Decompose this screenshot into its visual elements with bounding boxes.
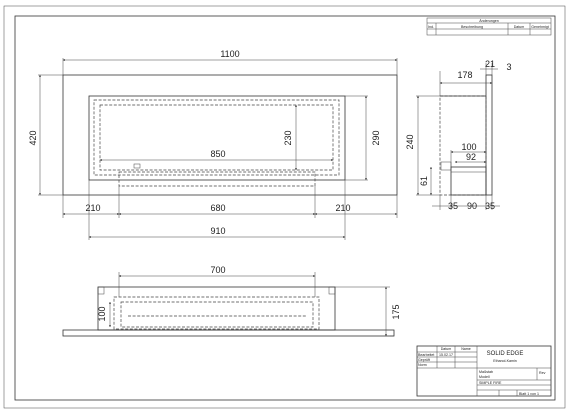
revision-col-approved: Genehmigt — [531, 25, 549, 29]
side-burner-detail — [440, 161, 452, 171]
front-dimension-290: 290 — [345, 95, 381, 181]
title-row-checked: Geprüft — [418, 358, 430, 362]
side-dimension-100-92: 100 92 — [450, 142, 487, 167]
side-dimension-240: 240 — [405, 95, 440, 196]
dim-overall-height: 420 — [28, 130, 38, 145]
title-rev-label: Rev — [539, 371, 546, 375]
front-dimension-bottom-chain: 210 680 210 — [62, 186, 398, 218]
dim-top-width: 700 — [210, 265, 225, 275]
side-front-plate — [485, 74, 493, 196]
top-inner-outline-dashed — [113, 296, 320, 330]
title-scale-label: Maßstab — [479, 370, 493, 374]
front-dimension-910: 910 — [88, 180, 346, 240]
dim-inner-width: 850 — [210, 149, 225, 159]
top-base-plate — [62, 329, 395, 337]
side-dimension-21-3: 21 3 — [480, 59, 512, 75]
title-model-label: Modell — [479, 375, 490, 379]
dim-seg-b: 90 — [467, 201, 477, 211]
top-view — [62, 286, 395, 337]
dim-opening-width: 910 — [210, 226, 225, 236]
dim-inner-depth: 100 — [461, 142, 476, 152]
front-opening — [88, 95, 346, 181]
front-view — [62, 74, 398, 196]
revision-col-index: Ind. — [428, 25, 434, 29]
outer-frame — [3, 5, 566, 409]
front-outer-frame — [62, 74, 398, 196]
dim-seg-c: 35 — [485, 201, 495, 211]
front-burner-detail — [133, 163, 141, 169]
front-dimension-420: 420 — [28, 74, 63, 196]
dim-flange: 21 — [485, 59, 495, 69]
top-dimension-700: 700 — [118, 265, 316, 297]
title-date-value: 15.02.17 — [439, 353, 453, 357]
title-product-name: SOLID EDGE — [487, 351, 524, 357]
side-dimension-61: 61 — [419, 166, 432, 196]
dim-seg-a: 35 — [448, 201, 458, 211]
dim-top-depth: 175 — [391, 304, 401, 319]
revision-col-description: Beschreibung — [461, 25, 483, 29]
front-burner-tray — [118, 171, 316, 187]
dim-middle-width: 680 — [210, 203, 225, 213]
side-view — [439, 74, 493, 196]
dim-opening-height: 290 — [371, 130, 381, 145]
title-sheet-label: Blatt 1 von 1 — [519, 392, 539, 396]
title-block: Datum Name Bearbeitet 15.02.17 Geprüft N… — [416, 345, 552, 397]
dim-margin-left: 210 — [85, 203, 100, 213]
dim-side-height: 240 — [405, 134, 415, 149]
front-dimension-1100: 1100 — [62, 49, 398, 75]
revision-table-title: Änderungen — [479, 19, 499, 23]
top-dimension-100: 100 — [97, 301, 111, 328]
front-inner-outline-dashed — [93, 99, 340, 176]
front-dimension-850: 850 — [99, 149, 334, 161]
revision-col-date: Datum — [514, 25, 525, 29]
revision-table: Änderungen Ind. Beschreibung Datum Geneh… — [426, 17, 552, 36]
top-inner-box-dashed — [120, 301, 314, 328]
side-burner — [450, 166, 487, 196]
title-row-norm: Norm — [418, 363, 427, 367]
dim-burner-height: 61 — [419, 176, 429, 186]
top-corner-left — [97, 286, 105, 295]
dim-overall-width: 1100 — [220, 49, 239, 59]
dim-top-inner-depth: 100 — [97, 306, 107, 321]
dim-inner-height: 230 — [283, 130, 293, 145]
title-row-drawn: Bearbeitet — [418, 353, 434, 357]
inner-frame — [14, 15, 556, 401]
title-designation: SIMPLE FIRE — [479, 381, 502, 385]
title-col-date: Datum — [441, 347, 452, 351]
side-dimension-bottom-chain: 35 90 35 — [432, 195, 500, 211]
dim-depth-total: 178 — [457, 70, 472, 80]
dim-margin-right: 210 — [335, 203, 350, 213]
top-corner-right — [328, 286, 336, 295]
top-dimension-175: 175 — [335, 286, 401, 337]
dim-burner-depth: 92 — [466, 152, 476, 162]
front-inner-box-dashed — [99, 104, 334, 171]
title-col-name: Name — [461, 347, 471, 351]
top-body — [97, 286, 336, 331]
title-product-sub: Ethanol-Kamin — [493, 359, 517, 363]
dim-wall: 3 — [506, 62, 511, 72]
